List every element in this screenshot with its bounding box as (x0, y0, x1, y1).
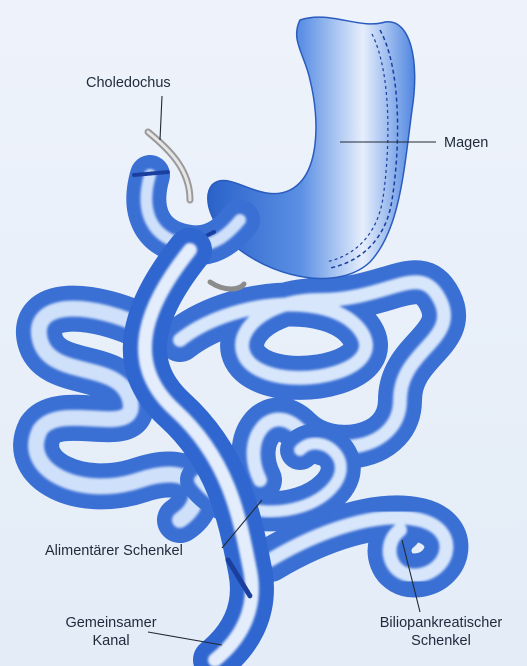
label-biliopankreatischer-line1: Biliopankreatischer (357, 614, 525, 632)
label-alimentaerer-schenkel: Alimentärer Schenkel (45, 542, 183, 560)
label-gemeinsamer-line2: Kanal (52, 632, 170, 650)
label-biliopankreatischer-schenkel: Biliopankreatischer Schenkel (357, 614, 525, 650)
label-gemeinsamer-line1: Gemeinsamer (52, 614, 170, 632)
label-biliopankreatischer-line2: Schenkel (357, 632, 525, 650)
label-magen: Magen (444, 134, 488, 152)
label-choledochus: Choledochus (86, 74, 171, 92)
label-gemeinsamer-kanal: Gemeinsamer Kanal (52, 614, 170, 650)
